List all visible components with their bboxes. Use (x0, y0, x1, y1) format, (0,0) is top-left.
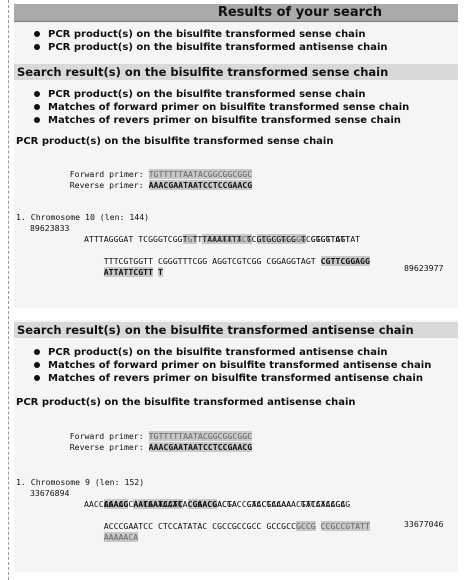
reverse-primer-seq: AAACGAATAATCCTCCGAACG (148, 180, 253, 190)
seq-primer-rev-part2: AATAATCCTC (133, 499, 183, 509)
seq-primer-fwd-part1: GCCG (295, 521, 316, 531)
link-pcr-sense[interactable]: PCR product(s) on the bisulfite transfor… (34, 28, 388, 41)
antisense-seq-row-4: AAAAACA (84, 521, 139, 554)
seq-primer-fwd-part3: GCGGCGGCGG (256, 234, 306, 244)
seq-primer-fwd-part1: TGT (182, 234, 198, 244)
left-dotted-border (8, 0, 9, 580)
antisense-seq-row-1: AAACG AATAATCCTC CGAACGACTA CCTCCTCCAA C… (84, 488, 345, 521)
page-title: Results of your search (217, 5, 382, 20)
sense-seq-row-4: ATTATTCGTT T (84, 256, 163, 289)
seq-text: CGGTTGGTAT (310, 234, 361, 244)
antisense-pcr-title: PCR product(s) on the bisulfite transfor… (16, 397, 356, 408)
seq-primer-fwd-part3: AAAAACA (103, 532, 139, 542)
reverse-primer-seq: AAACGAATAATCCTCCGAACG (148, 442, 253, 452)
seq-primer-rev-part1: CGTTCGGAGG (320, 256, 370, 266)
forward-primer-label: Forward primer: (69, 169, 144, 179)
sense-end-pos: 89623977 (404, 263, 444, 273)
link-antisense-forward-matches[interactable]: Matches of forward primer on bisulfite t… (34, 359, 431, 372)
seq-primer-rev-part3: CGAACG (187, 499, 218, 509)
sense-seq-row-2: ATTTAGGGAT TCGGGTCGGT TTTAAATTTT TCGTGCG… (84, 234, 351, 244)
antisense-end-pos: 33677046 (404, 519, 444, 529)
seq-primer-fwd-part2: CCGCCGTATT (320, 521, 370, 531)
antisense-start-pos: 33676894 (30, 488, 70, 498)
antisense-forward-primer-row: Forward primer: TGTTTTTAATACGGCGGCGGC (50, 420, 253, 453)
seq-primer-rev-part3: T (157, 267, 163, 277)
sense-section-title: Search result(s) on the bisulfite transf… (14, 64, 458, 80)
sense-start-pos: 89623833 (30, 223, 70, 233)
antisense-links: PCR product(s) on the bisulfite transfor… (34, 346, 431, 385)
seq-text: ACTA CCTCCTCCAA CGACCTCCGA (217, 499, 346, 509)
link-antisense-reverse-matches[interactable]: Matches of revers primer on bisulfite tr… (34, 372, 431, 385)
seq-primer-rev-part1: AAACG (103, 499, 129, 509)
antisense-result-label: 1. Chromosome 9 (len: 152) (16, 477, 145, 487)
forward-primer-seq: TGTTTTTAATACGGCGGCGGC (148, 169, 253, 179)
sense-pcr-title: PCR product(s) on the bisulfite transfor… (16, 136, 334, 147)
link-pcr-antisense[interactable]: PCR product(s) on the bisulfite transfor… (34, 41, 388, 54)
sense-panel (14, 4, 458, 308)
link-antisense-pcr[interactable]: PCR product(s) on the bisulfite transfor… (34, 346, 431, 359)
reverse-primer-label: Reverse primer: (69, 180, 144, 190)
sense-seq-row-3: TTTCGTGGTT CGGGTTTCGG AGGTCGTCGG CGGAGGT… (84, 245, 370, 278)
forward-primer-seq: TGTTTTTAATACGGCGGCGGC (148, 431, 253, 441)
seq-primer-rev-part2: ATTATTCGTT (103, 267, 154, 277)
top-links: PCR product(s) on the bisulfite transfor… (34, 28, 388, 54)
sense-links: PCR product(s) on the bisulfite transfor… (34, 88, 409, 127)
antisense-seq-row-3: ACCCGAATCC CTCCATATAC CGCCGCCGCC GCCGCCG… (84, 510, 370, 543)
sense-forward-primer-row: Forward primer: TGTTTTTAATACGGCGGCGGC (50, 158, 253, 191)
link-sense-reverse-matches[interactable]: Matches of revers primer on bisulfite tr… (34, 114, 409, 127)
seq-primer-fwd-part2: TTTTAATACG (202, 234, 252, 244)
antisense-seq-row-2: AACCCGAACC ACGAAAAATA CGACGACGAC GAACGAA… (84, 499, 351, 509)
link-sense-forward-matches[interactable]: Matches of forward primer on bisulfite t… (34, 101, 409, 114)
link-sense-pcr[interactable]: PCR product(s) on the bisulfite transfor… (34, 88, 409, 101)
sense-result-label: 1. Chromosome 10 (len: 144) (16, 212, 150, 222)
results-title-bar: Results of your search (14, 4, 458, 22)
forward-primer-label: Forward primer: (69, 431, 144, 441)
seq-text: ACCCGAATCC CTCCATATAC CGCCGCCGCC GCCGCC (103, 521, 296, 531)
antisense-reverse-primer-row: Reverse primer: AAACGAATAATCCTCCGAACG (50, 431, 253, 464)
sense-seq-row-1: TGT TTTTAATACG GCGGCGGCGG CGGTTGGTAT (84, 223, 360, 256)
reverse-primer-label: Reverse primer: (69, 442, 144, 452)
seq-text: TTTCGTGGTT CGGGTTTCGG AGGTCGTCGG CGGAGGT… (103, 256, 316, 266)
sense-reverse-primer-row: Reverse primer: AAACGAATAATCCTCCGAACG (50, 169, 253, 202)
antisense-section-title: Search result(s) on the bisulfite transf… (14, 322, 458, 338)
